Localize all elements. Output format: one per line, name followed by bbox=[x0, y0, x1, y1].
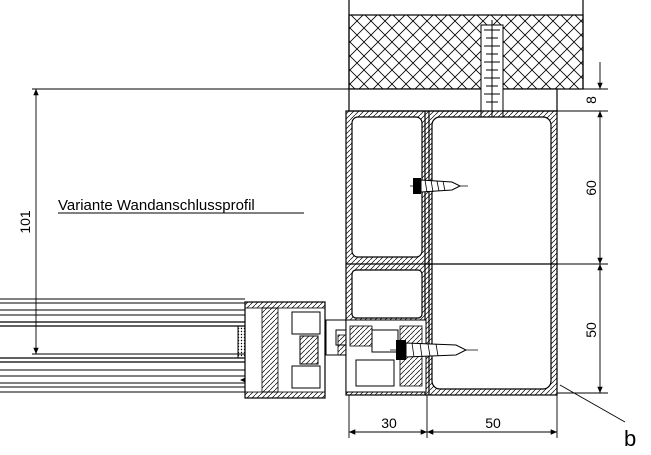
dimension-101-label: 101 bbox=[17, 210, 33, 234]
frame-profile bbox=[345, 110, 558, 396]
screw-lower bbox=[390, 340, 478, 360]
dimension-60-label: 60 bbox=[583, 180, 599, 196]
dimension-50-horizontal-label: 50 bbox=[485, 415, 501, 431]
dimension-8-label: 8 bbox=[583, 96, 599, 104]
dimension-101: 101 bbox=[17, 88, 349, 355]
dimension-right: 8 60 50 bbox=[557, 62, 608, 394]
dimension-50-vertical-label: 50 bbox=[583, 322, 599, 338]
dimension-30-label: 30 bbox=[381, 415, 397, 431]
callout-b-label: b bbox=[624, 426, 636, 450]
sash-profile bbox=[244, 301, 361, 399]
wall-section bbox=[348, 0, 584, 112]
glazing-panel bbox=[0, 298, 271, 393]
callout-b: b bbox=[559, 384, 636, 451]
variant-label: Variante Wandanschlussprofil bbox=[58, 197, 255, 214]
dimension-bottom: 30 50 bbox=[348, 395, 558, 438]
screw-upper bbox=[410, 178, 468, 194]
